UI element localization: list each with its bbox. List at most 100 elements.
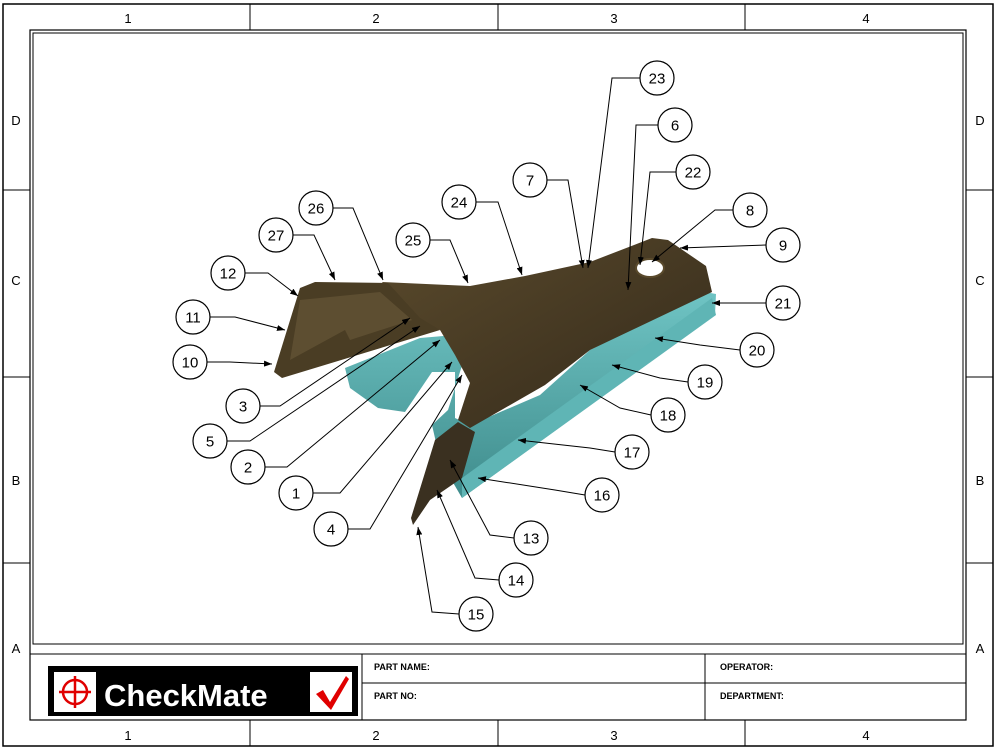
balloon-18[interactable]: 18: [650, 397, 686, 433]
balloon-leaders: [207, 77, 767, 615]
balloon-circle: [441, 184, 477, 220]
balloon-circle: [675, 154, 711, 190]
zone-row-c-left: C: [11, 273, 20, 288]
zone-row-c-right: C: [975, 273, 984, 288]
balloon-number: 4: [327, 522, 335, 539]
leader-line-9: [679, 244, 767, 251]
balloon-number: 5: [206, 434, 214, 451]
balloon-circle: [639, 60, 675, 96]
balloon-23[interactable]: 23: [639, 60, 675, 96]
balloon-17[interactable]: 17: [614, 434, 650, 470]
balloon-circle: [278, 475, 314, 511]
balloon-27[interactable]: 27: [258, 217, 294, 253]
balloon-circle: [210, 255, 246, 291]
zone-col-4-top: 4: [862, 11, 869, 26]
balloon-circle: [298, 190, 334, 226]
balloon-19[interactable]: 19: [687, 364, 723, 400]
leader-line-25: [430, 239, 469, 284]
balloon-circle: [650, 397, 686, 433]
balloon-2[interactable]: 2: [230, 449, 266, 485]
zone-col-1-bottom: 1: [124, 728, 131, 743]
leader-line-14: [436, 489, 500, 581]
balloon-15[interactable]: 15: [458, 596, 494, 632]
balloon-circle: [739, 332, 775, 368]
balloon-number: 17: [624, 445, 641, 462]
balloon-16[interactable]: 16: [584, 477, 620, 513]
balloon-3[interactable]: 3: [225, 388, 261, 424]
balloon-circle: [175, 299, 211, 335]
leader-line-26: [333, 207, 384, 281]
balloon-circle: [192, 423, 228, 459]
balloon-circle: [313, 511, 349, 547]
balloon-8[interactable]: 8: [732, 192, 768, 228]
leader-line-3: [260, 317, 411, 407]
balloon-12[interactable]: 12: [210, 255, 246, 291]
leader-line-15: [416, 526, 460, 615]
balloon-20[interactable]: 20: [739, 332, 775, 368]
balloon-circle: [512, 162, 548, 198]
leader-line-23: [586, 77, 640, 269]
leader-line-12: [245, 272, 299, 297]
balloon-1[interactable]: 1: [278, 475, 314, 511]
leader-line-10: [207, 360, 273, 367]
balloon-6[interactable]: 6: [657, 107, 693, 143]
balloon-number: 3: [239, 399, 247, 416]
title-block: [29, 653, 967, 721]
zone-row-b-right: B: [976, 473, 985, 488]
zone-row-a-left: A: [12, 641, 21, 656]
balloon-number: 12: [220, 266, 237, 283]
balloon-circle: [732, 192, 768, 228]
leader-line-22: [637, 171, 676, 266]
balloon-number: 6: [671, 118, 679, 135]
balloon-7[interactable]: 7: [512, 162, 548, 198]
operator-label: OPERATOR:: [720, 662, 773, 672]
balloon-10[interactable]: 10: [172, 344, 208, 380]
balloon-number: 8: [746, 203, 754, 220]
balloon-25[interactable]: 25: [395, 222, 431, 258]
balloon-number: 19: [697, 375, 714, 392]
leader-line-11: [210, 316, 286, 331]
leader-line-27: [293, 234, 336, 281]
zone-col-1-top: 1: [124, 11, 131, 26]
zone-row-d-right: D: [975, 113, 984, 128]
zone-col-3-bottom: 3: [610, 728, 617, 743]
balloon-number: 10: [182, 355, 199, 372]
balloon-9[interactable]: 9: [765, 227, 801, 263]
leader-line-24: [476, 201, 523, 276]
zone-col-3-top: 3: [610, 11, 617, 26]
crosshair-icon: [59, 676, 91, 708]
balloon-circle: [765, 285, 801, 321]
balloon-26[interactable]: 26: [298, 190, 334, 226]
zone-row-b-left: B: [12, 473, 21, 488]
balloon-number: 9: [779, 238, 787, 255]
balloon-circle: [230, 449, 266, 485]
balloon-4[interactable]: 4: [313, 511, 349, 547]
leader-line-1: [313, 361, 453, 494]
zone-col-2-top: 2: [372, 11, 379, 26]
balloon-5[interactable]: 5: [192, 423, 228, 459]
balloon-13[interactable]: 13: [513, 520, 549, 556]
part-front-fin: [411, 422, 475, 525]
zone-row-a-right: A: [976, 641, 985, 656]
balloon-11[interactable]: 11: [175, 299, 211, 335]
balloon-circle: [498, 562, 534, 598]
balloon-number: 14: [508, 573, 525, 590]
balloon-24[interactable]: 24: [441, 184, 477, 220]
zone-row-d-left: D: [11, 113, 20, 128]
balloon-circle: [395, 222, 431, 258]
balloon-14[interactable]: 14: [498, 562, 534, 598]
balloon-22[interactable]: 22: [675, 154, 711, 190]
department-label: DEPARTMENT:: [720, 691, 784, 701]
balloon-circle: [614, 434, 650, 470]
balloon-circle: [225, 388, 261, 424]
part-no-label: PART NO:: [374, 691, 417, 701]
leader-line-7: [547, 179, 585, 269]
balloon-21[interactable]: 21: [765, 285, 801, 321]
balloons: 1234567891011121314151617181920212223242…: [172, 60, 801, 632]
leader-line-17: [517, 437, 616, 453]
balloon-circle: [258, 217, 294, 253]
zone-dividers: [3, 4, 993, 746]
leader-line-4: [348, 374, 463, 530]
checkmark-icon: [316, 676, 349, 710]
